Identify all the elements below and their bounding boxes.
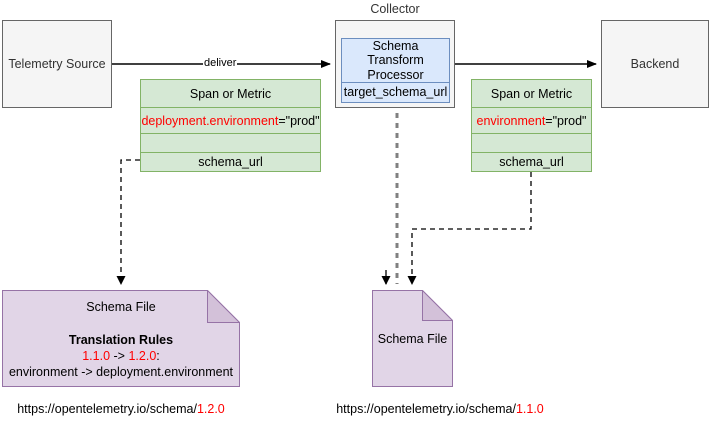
schema-file-right-shape [372,289,454,387]
caption-left-url-version: 1.2.0 [196,402,225,416]
span-right-blank-row [472,134,591,152]
span-left-schema-url: schema_url [198,155,263,169]
schema-file-left-shape [2,289,241,387]
node-span-or-metric-left[interactable]: Span or Metric deployment.environment="p… [140,79,321,172]
processor-title: Schema Transform Processor [342,39,449,82]
span-right-attribute-value: ="prod" [545,113,587,128]
span-left-header: Span or Metric [189,86,272,101]
node-telemetry-source[interactable]: Telemetry Source [2,20,112,108]
span-left-sep-3 [141,152,320,153]
processor-title-line2: Processor [367,67,424,82]
span-left-sep-1 [141,107,320,108]
node-span-or-metric-right[interactable]: Span or Metric environment="prod" schema… [471,79,592,172]
span-right-attribute: environment="prod" [472,108,591,133]
span-left-attribute: deployment.environment="prod" [141,108,320,133]
node-schema-file-right[interactable]: Schema File [372,289,454,387]
span-right-schema-url: schema_url [499,155,564,169]
collector-title: Collector [370,2,420,16]
node-schema-file-left[interactable]: Schema File Translation Rules 1.1.0 -> 1… [2,289,241,387]
processor-title-line1: Schema Transform [367,39,424,68]
backend-label: Backend [630,57,680,71]
span-right-sep-1 [472,107,591,108]
edge-left-span-to-left-schema [116,159,140,285]
span-left-attribute-value: ="prod" [278,113,320,128]
span-right-header: Span or Metric [490,86,573,101]
edge-processor-to-right-schema [381,103,399,285]
caption-right-url-base: https://opentelemetry.io/schema/ [336,402,516,416]
span-right-attribute-key: environment [476,113,546,128]
processor-divider [342,82,449,83]
edge-right-span-to-right-schema [407,172,532,285]
span-right-sep-3 [472,152,591,153]
processor-target-schema-url: target_schema_url [343,85,448,100]
span-left-blank-row [141,134,320,152]
caption-right-url-version: 1.1.0 [515,402,544,416]
span-left-attribute-key: deployment.environment [141,113,279,128]
caption-left-url-base: https://opentelemetry.io/schema/ [17,402,197,416]
span-left-sep-2 [141,133,320,134]
edge-label-deliver: deliver [203,57,238,69]
node-backend[interactable]: Backend [601,20,709,108]
node-schema-transform-processor[interactable]: Schema Transform Processor target_schema… [341,38,450,103]
span-right-sep-2 [472,133,591,134]
caption-right-schema-url: https://opentelemetry.io/schema/1.1.0 [300,402,580,416]
telemetry-source-label: Telemetry Source [8,57,106,71]
caption-left-schema-url: https://opentelemetry.io/schema/1.2.0 [0,402,242,416]
